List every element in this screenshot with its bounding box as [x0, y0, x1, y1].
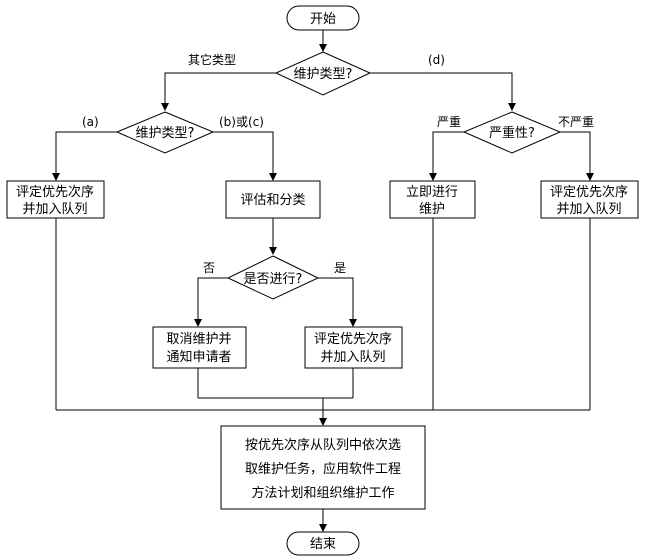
edge-b-or-c: [213, 131, 277, 181]
evaluate-classify-label: 评估和分类: [240, 193, 305, 208]
edge-a: [52, 131, 117, 181]
edge-other-types: [161, 72, 276, 111]
connectors: [52, 29, 594, 532]
final-line-1: 按优先次序从队列中依次选: [245, 437, 401, 453]
label-other-types: 其它类型: [188, 52, 236, 67]
decision-type-top: 维护类型?: [274, 51, 372, 96]
decision-severity-label: 严重性?: [489, 125, 535, 141]
cancel-line-1: 取消维护并: [166, 332, 231, 347]
label-b-or-c: (b)或(c): [219, 115, 264, 129]
box-immediate: 立即进行 维护: [389, 180, 476, 219]
label-yes: 是: [334, 261, 346, 275]
edge-not-severe: [560, 131, 594, 181]
start-node: 开始: [286, 5, 360, 31]
decision-type-left-label: 维护类型?: [136, 126, 195, 141]
prioritize-left-line-1: 评定优先次序: [16, 184, 94, 200]
label-a: (a): [82, 115, 99, 129]
label-no: 否: [203, 261, 215, 275]
start-label: 开始: [310, 12, 336, 27]
decision-type-top-label: 维护类型?: [294, 67, 353, 82]
label-not-severe: 不严重: [558, 115, 594, 129]
prioritize-mid-line-2: 并加入队列: [320, 350, 385, 365]
box-prioritize-right: 评定优先次序 并加入队列: [540, 180, 639, 219]
decision-proceed: 是否进行?: [226, 255, 320, 300]
label-severe: 严重: [437, 115, 461, 129]
box-final: 按优先次序从队列中依次选 取维护任务，应用软件工程 方法计划和组织维护工作: [220, 425, 426, 510]
end-label: 结束: [310, 537, 336, 552]
immediate-line-1: 立即进行: [406, 185, 458, 200]
end-node: 结束: [286, 531, 360, 556]
prioritize-left-line-2: 并加入队列: [22, 202, 87, 217]
box-evaluate-classify: 评估和分类: [225, 180, 321, 219]
box-prioritize-left: 评定优先次序 并加入队列: [6, 180, 105, 219]
decision-type-left: 维护类型?: [115, 111, 215, 154]
box-prioritize-mid: 评定优先次序 并加入队列: [304, 326, 403, 369]
label-d: (d): [428, 53, 445, 67]
edge-no: [194, 277, 228, 327]
immediate-line-2: 维护: [419, 202, 445, 217]
final-line-3: 方法计划和组织维护工作: [251, 485, 394, 501]
prioritize-right-line-1: 评定优先次序: [550, 184, 628, 200]
decision-proceed-label: 是否进行?: [244, 272, 303, 287]
box-cancel: 取消维护并 通知申请者: [152, 326, 247, 369]
edge-d: [370, 72, 516, 111]
prioritize-mid-line-1: 评定优先次序: [314, 331, 392, 347]
decision-severity: 严重性?: [462, 111, 562, 154]
final-line-2: 取维护任务，应用软件工程: [245, 461, 401, 477]
edge-yes: [318, 277, 357, 327]
edge-severe: [429, 131, 464, 181]
cancel-line-2: 通知申请者: [166, 349, 231, 365]
prioritize-right-line-2: 并加入队列: [556, 202, 621, 217]
edge-labels: 其它类型 (d) (a) (b)或(c) 严重 不严重 否 是: [82, 52, 594, 275]
